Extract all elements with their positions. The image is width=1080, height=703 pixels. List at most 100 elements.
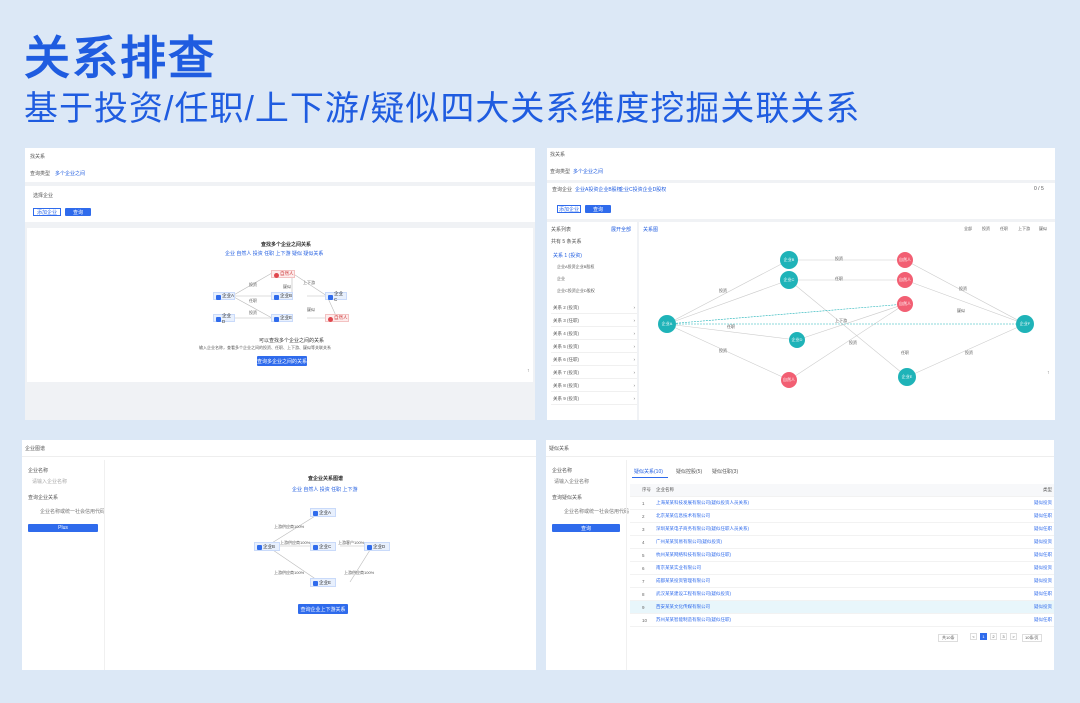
panel3-diagram-title: 查企业关系图谱 <box>308 476 344 482</box>
expand-all-link[interactable]: 展开全部 <box>611 227 632 233</box>
tab-suspected-all[interactable]: 疑似关系(10) <box>634 469 663 475</box>
panel1-tab-value[interactable]: 多个企业之间 <box>55 171 86 177</box>
add-company-button[interactable]: 添加企业 <box>33 208 61 216</box>
pager-page[interactable]: 3 <box>1000 633 1007 640</box>
graph-node[interactable]: 企业A <box>658 315 676 333</box>
column-header: 企业名称 <box>656 487 674 492</box>
row-company-link[interactable]: 杭州某某网络科技有限公司(疑似任职) <box>656 552 731 557</box>
company-node: 企业C <box>310 542 336 551</box>
search-button[interactable]: Plus <box>28 524 98 532</box>
person-node[interactable]: 自然人 <box>897 296 913 312</box>
toolbar-item[interactable]: 疑似 <box>1039 226 1047 231</box>
tab-suspected-control[interactable]: 疑似控股(5) <box>676 469 703 475</box>
row-company-link[interactable]: 北京某某信息技术有限公司 <box>656 513 710 518</box>
relation-graph[interactable]: 关系图 全部 投资 任职 上下游 疑似 企业A 企业 <box>639 222 1055 420</box>
column-header: 类型 <box>1043 487 1052 492</box>
query-multi-button[interactable]: 查询多企业之间的关系 <box>257 356 307 366</box>
query-button[interactable]: 查询 <box>552 524 620 532</box>
row-type: 疑似投资 <box>1034 500 1052 505</box>
sidebar-item[interactable]: 关系 4 (投资)› <box>551 328 637 340</box>
graph-tab[interactable]: 关系图 <box>643 227 659 233</box>
person-node[interactable]: 自然人 <box>897 252 913 268</box>
pager-page[interactable]: 1 <box>980 633 987 640</box>
row-company-link[interactable]: 广州某某贸易有限公司(疑似投资) <box>656 539 722 544</box>
edge-label: 投资 <box>849 340 857 345</box>
graph-node[interactable]: 企业C <box>780 271 798 289</box>
edge-label: 上游供应商100% <box>280 540 311 545</box>
company-chip[interactable]: 企业A投资企业B股权 <box>575 187 622 193</box>
company-chip[interactable]: 企业C投资企业D股权 <box>619 187 667 193</box>
sidebar-group[interactable]: 关系 1 (投资) <box>553 253 582 259</box>
row-company-link[interactable]: 苏州某某智能制造有限公司(疑似任职) <box>656 617 731 622</box>
pager-prev[interactable]: < <box>970 633 977 640</box>
row-company-link[interactable]: 上海某某科技发展有限公司(疑似投资人员关系) <box>656 500 749 505</box>
toolbar-item[interactable]: 投资 <box>982 226 990 231</box>
graph-node[interactable]: 企业F <box>1016 315 1034 333</box>
divider <box>22 456 536 457</box>
edge-label: 上游客户100% <box>338 540 365 545</box>
panel1-form: 选择企业 添加企业 查询 <box>25 186 535 222</box>
toolbar-item[interactable]: 上下游 <box>1018 226 1030 231</box>
row-company-link[interactable]: 成都某某投资管理有限公司 <box>656 578 710 583</box>
row-type: 疑似投资 <box>1034 578 1052 583</box>
pager-page[interactable]: 2 <box>990 633 997 640</box>
person-node[interactable]: 自然人 <box>781 372 797 388</box>
panel2-tab-value[interactable]: 多个企业之间 <box>573 169 604 175</box>
company-search-input[interactable]: 企业名称或统一社会信用代码 <box>564 509 630 515</box>
company-name-input[interactable]: 请输入企业名称 <box>32 479 68 485</box>
graph-node[interactable]: 企业E <box>898 368 916 386</box>
row-index: 9 <box>642 604 645 610</box>
sidebar-item[interactable]: 关系 5 (投资)› <box>551 341 637 353</box>
add-company-button[interactable]: 添加企业 <box>557 205 581 213</box>
edge-label: 疑似 <box>307 307 315 312</box>
graph-node[interactable]: 企业B <box>780 251 798 269</box>
scroll-top-icon[interactable]: ↑ <box>1047 370 1050 376</box>
query-upstream-button[interactable]: 查询企业上下游关系 <box>298 604 348 614</box>
company-search-input[interactable]: 企业名称或统一社会信用代码 <box>40 509 106 515</box>
row-company-link[interactable]: 南京某某实业有限公司 <box>656 565 701 570</box>
sidebar-item[interactable]: 关系 6 (任职)› <box>551 354 637 366</box>
sidebar-item-label: 关系 8 (投资) <box>553 382 579 388</box>
query-button[interactable]: 查询 <box>585 205 611 213</box>
chevron-right-icon: › <box>633 331 636 336</box>
row-type: 疑似任职 <box>1034 591 1052 596</box>
page-size-select[interactable]: 10条/页 <box>1022 634 1042 642</box>
row-company-link[interactable]: 深圳某某电子商务有限公司(疑似任职人员关系) <box>656 526 749 531</box>
edge-label: 投资 <box>835 256 843 261</box>
toolbar-item[interactable]: 任职 <box>1000 226 1008 231</box>
company-node: 企业D <box>213 313 235 324</box>
sidebar-item[interactable]: 关系 7 (投资)› <box>551 367 637 379</box>
divider <box>104 460 105 670</box>
divider <box>626 460 627 670</box>
pager-next[interactable]: > <box>1010 633 1017 640</box>
toolbar-item[interactable]: 全部 <box>964 226 972 231</box>
company-name-input[interactable]: 请输入企业名称 <box>554 479 590 485</box>
sidebar-item[interactable]: 关系 9 (投资)› <box>551 393 637 405</box>
graph-node[interactable]: 企业D <box>789 332 805 348</box>
tab-suspected-post[interactable]: 疑似任职(3) <box>712 469 739 475</box>
chevron-right-icon: › <box>633 305 636 310</box>
person-node[interactable]: 自然人 <box>897 272 913 288</box>
company-node: 企业B <box>271 292 293 300</box>
row-company-link[interactable]: 西安某某文化传媒有限公司 <box>656 604 710 609</box>
hero-subtitle: 基于投资/任职/上下游/疑似四大关系维度挖掘关联关系 <box>24 90 861 128</box>
row-company-link[interactable]: 武汉某某建设工程有限公司(疑似投资) <box>656 591 731 596</box>
query-button[interactable]: 查询 <box>65 208 91 216</box>
sidebar-item[interactable]: 关系 3 (任职)› <box>551 315 637 327</box>
scroll-top-icon[interactable]: ↑ <box>527 368 530 374</box>
sidebar-item[interactable]: 关系 8 (投资)› <box>551 380 637 392</box>
panel1-diagram-card: 查找多个企业之间关系 企业 自然人 投资 任职 上下游 疑似 疑似关系 自然人 … <box>27 228 533 382</box>
sidebar-item-label: 关系 3 (任职) <box>553 317 579 323</box>
panel3-legend: 企业 自然人 投资 任职 上下游 <box>292 487 358 493</box>
sidebar-item[interactable]: 关系 2 (投资)› <box>551 302 637 314</box>
